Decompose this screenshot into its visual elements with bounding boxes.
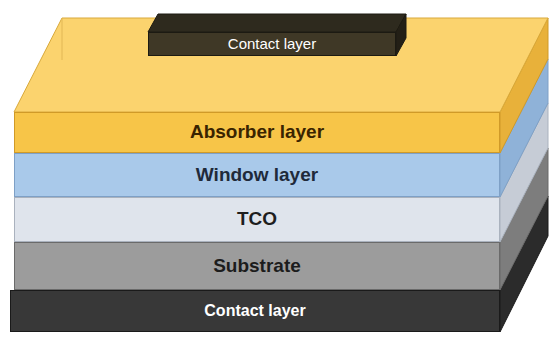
layer-label: Substrate — [213, 256, 301, 277]
layer-label: Contact layer — [228, 36, 316, 53]
tco-layer: TCO — [14, 197, 500, 242]
layer-label: TCO — [237, 209, 277, 230]
substrate-layer: Substrate — [14, 242, 500, 290]
absorber-layer: Absorber layer — [14, 112, 500, 153]
layer-label: Window layer — [196, 165, 318, 186]
layer-label: Contact layer — [204, 302, 305, 320]
contact-block-side — [396, 14, 406, 56]
absorber-top-face — [14, 18, 548, 112]
contact-layer: Contact layer — [10, 290, 500, 332]
contact-block: Contact layer — [148, 32, 396, 56]
window-layer: Window layer — [14, 153, 500, 197]
hidden-edge — [62, 18, 63, 60]
layer-label: Absorber layer — [190, 122, 324, 143]
contact-top-face — [148, 14, 406, 32]
